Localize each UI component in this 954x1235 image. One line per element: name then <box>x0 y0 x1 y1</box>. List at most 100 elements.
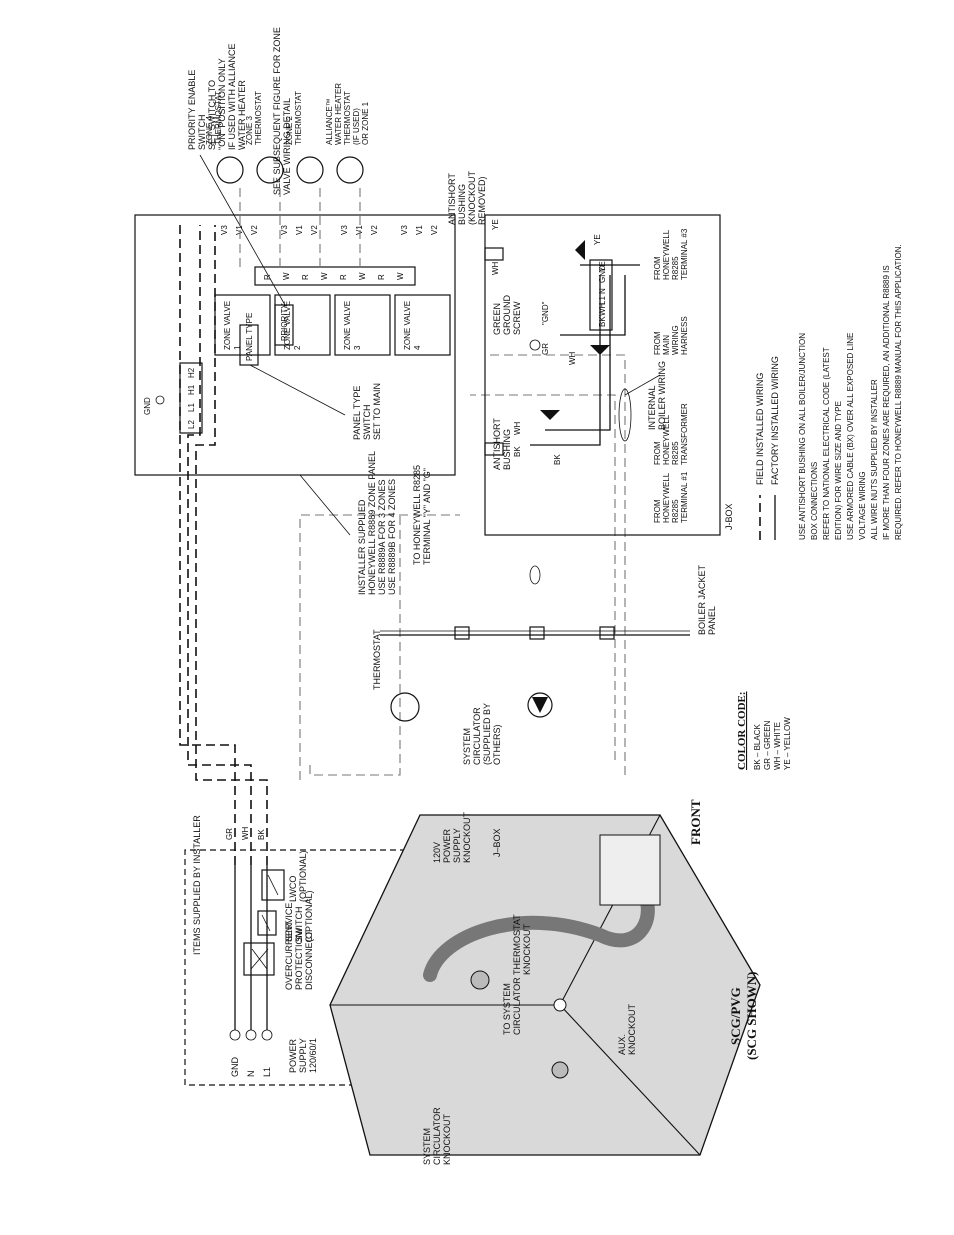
thermostat-terminal-strip <box>254 266 416 286</box>
internal-wiring-bundle <box>618 388 632 442</box>
zone-thermostat-icon <box>256 156 284 184</box>
power-knockout-4: KNOCKOUT <box>462 811 472 863</box>
note-line: VOLTAGE WIRING <box>858 471 867 540</box>
zone-valve-box <box>334 294 391 356</box>
installer-callout-1: INSTALLER SUPPLIED <box>357 499 367 595</box>
wire-label-gr: GR <box>225 828 234 840</box>
wire-bundle-icon <box>529 565 541 585</box>
zone-thermostat-label: THERMOSTAT <box>254 91 263 145</box>
zone-valve-terminal: V3 <box>280 225 289 235</box>
zone-panel-header-1: SEE SUBSEQUENT FIGURE FOR ZONE <box>272 27 282 195</box>
zone-thermostat-label: THERMOSTAT <box>343 91 352 145</box>
block-terminal: GND <box>598 265 607 283</box>
legend-factory: FACTORY INSTALLED WIRING <box>770 356 780 485</box>
zone-valve-label: ZONE VALVE <box>403 301 412 350</box>
zone-valve-terminal: V3 <box>400 225 409 235</box>
panel-type-switch <box>239 324 259 366</box>
zone-valve-terminal: V3 <box>220 225 229 235</box>
ground-screw-label-1: GREEN <box>492 303 502 335</box>
antishort-top-3: (KNOCKOUT <box>467 170 477 225</box>
wh-run <box>187 225 252 865</box>
note-line: BOX CONNECTIONS <box>810 462 819 540</box>
thermostat-knockout-1: THERMOSTAT <box>512 914 522 975</box>
note-line: REQUIRED. REFER TO HONEYWELL R8889 MANUA… <box>894 244 903 540</box>
zone-thermostat-label: ZONE 4 <box>205 116 214 145</box>
boiler-illustration: THERMOSTAT KNOCKOUT TO SYSTEM CIRCULATOR… <box>329 799 761 1165</box>
note-line: ALL WIRE NUTS SUPPLIED BY INSTALLER <box>870 379 879 540</box>
zone-valve-terminal: V2 <box>370 225 379 235</box>
aux-knockout-2: KNOCKOUT <box>627 1003 637 1055</box>
zone-thermostat-label: THERMOSTAT <box>214 91 223 145</box>
panel-gnd-label: GND <box>143 397 152 415</box>
circ-run-a <box>309 515 401 776</box>
j-box-terminal-block <box>589 259 613 331</box>
antishort-bottom-2: BUSHING <box>502 429 512 470</box>
from4-4: TERMINAL #3 <box>680 228 689 280</box>
from4-3: R8285 <box>671 256 680 280</box>
zone-panel-header-2: VALVE WIRING DETAIL <box>282 98 292 195</box>
antishort-top-1: ANTISHORT <box>447 173 457 225</box>
zone-thermostat-label: ZONE 2 <box>285 116 294 145</box>
from2-2: HONEYWELL <box>662 414 671 465</box>
installer-callout-2: HONEYWELL R8889 ZONE PANEL <box>367 451 377 595</box>
ye-arrow-icon <box>575 240 585 260</box>
service-switch-label-2: SWITCH <box>294 907 304 943</box>
from3-4: HARNESS <box>680 316 689 355</box>
overcurrent-label-1: OVERCURRENT <box>284 920 294 990</box>
circ-run-b <box>490 354 626 775</box>
thermostat-terminal: R <box>263 274 272 280</box>
service-switch-label-1: SERVICE <box>284 903 294 942</box>
color-code-wh: WH – WHITE <box>773 722 782 770</box>
notes: USE ANTISHORT BUSHING ON ALL BOILER/JUNC… <box>798 244 903 540</box>
internal-wiring-label-2: BOILER WIRING <box>657 361 667 430</box>
line-term-l1: L1 <box>187 403 196 412</box>
lwco-label-2: (OPTIONAL) <box>298 850 308 902</box>
from2-3: R8285 <box>671 441 680 465</box>
zone-valve-box <box>394 294 451 356</box>
boiler-model-2: (SCG SHOWN) <box>744 972 759 1060</box>
antishort-bottom-1: ANTISHORT <box>492 418 502 470</box>
zone-panel: SEE SUBSEQUENT FIGURE FOR ZONE VALVE WIR… <box>134 27 456 595</box>
line-terminal-strip <box>179 362 203 434</box>
zone-valve-terminal: V1 <box>355 225 364 235</box>
legend: FIELD INSTALLED WIRING FACTORY INSTALLED… <box>755 356 780 540</box>
n-terminal-icon <box>245 1029 257 1041</box>
power-knockout-2: POWER <box>442 828 452 863</box>
zone-valve-terminal: V2 <box>250 225 259 235</box>
from2-4: TRANSFORMER <box>680 403 689 465</box>
from3-3: WIRING <box>671 325 680 355</box>
antishort-top-4: REMOVED) <box>477 176 487 225</box>
zone-thermostat-icon <box>336 156 364 184</box>
thermostat-terminal: R <box>377 274 386 280</box>
note-line: USE ARMORED CABLE (BX) OVER ALL EXPOSED … <box>846 333 855 540</box>
field-thermostat-icon <box>390 692 420 722</box>
color-code-gr: GR – GREEN <box>763 720 772 770</box>
circulator-label-4: OTHERS) <box>492 724 502 765</box>
installer-leader <box>299 474 351 536</box>
boiler-front-label: FRONT <box>688 799 703 845</box>
ground-screw-label-2: GROUND <box>502 295 512 335</box>
wire-tag-wh: WH <box>513 421 522 435</box>
antishort-bushing-top <box>484 247 504 261</box>
circulator-icon <box>527 692 553 718</box>
line-term-h1: H1 <box>187 384 196 395</box>
block-terminal: YE <box>598 261 607 272</box>
circ-run-c <box>470 394 616 760</box>
boiler-body <box>329 814 761 1156</box>
panel-gnd-icon <box>155 395 165 405</box>
priority-callout-5: IF USED WITH ALLIANCE <box>227 43 237 150</box>
grommet-2 <box>529 626 545 640</box>
grommet-1 <box>454 626 470 640</box>
from1-2: HONEYWELL <box>662 472 671 523</box>
thermostat-terminal: W <box>358 272 367 280</box>
gnd-label: "GND" <box>541 301 550 325</box>
from-terminal3: FROM HONEYWELL R8285 TERMINAL #3 <box>653 228 689 280</box>
zone-valve-label: 3 <box>353 345 362 350</box>
boiler-jbox <box>599 834 661 906</box>
bk-run <box>195 225 268 865</box>
